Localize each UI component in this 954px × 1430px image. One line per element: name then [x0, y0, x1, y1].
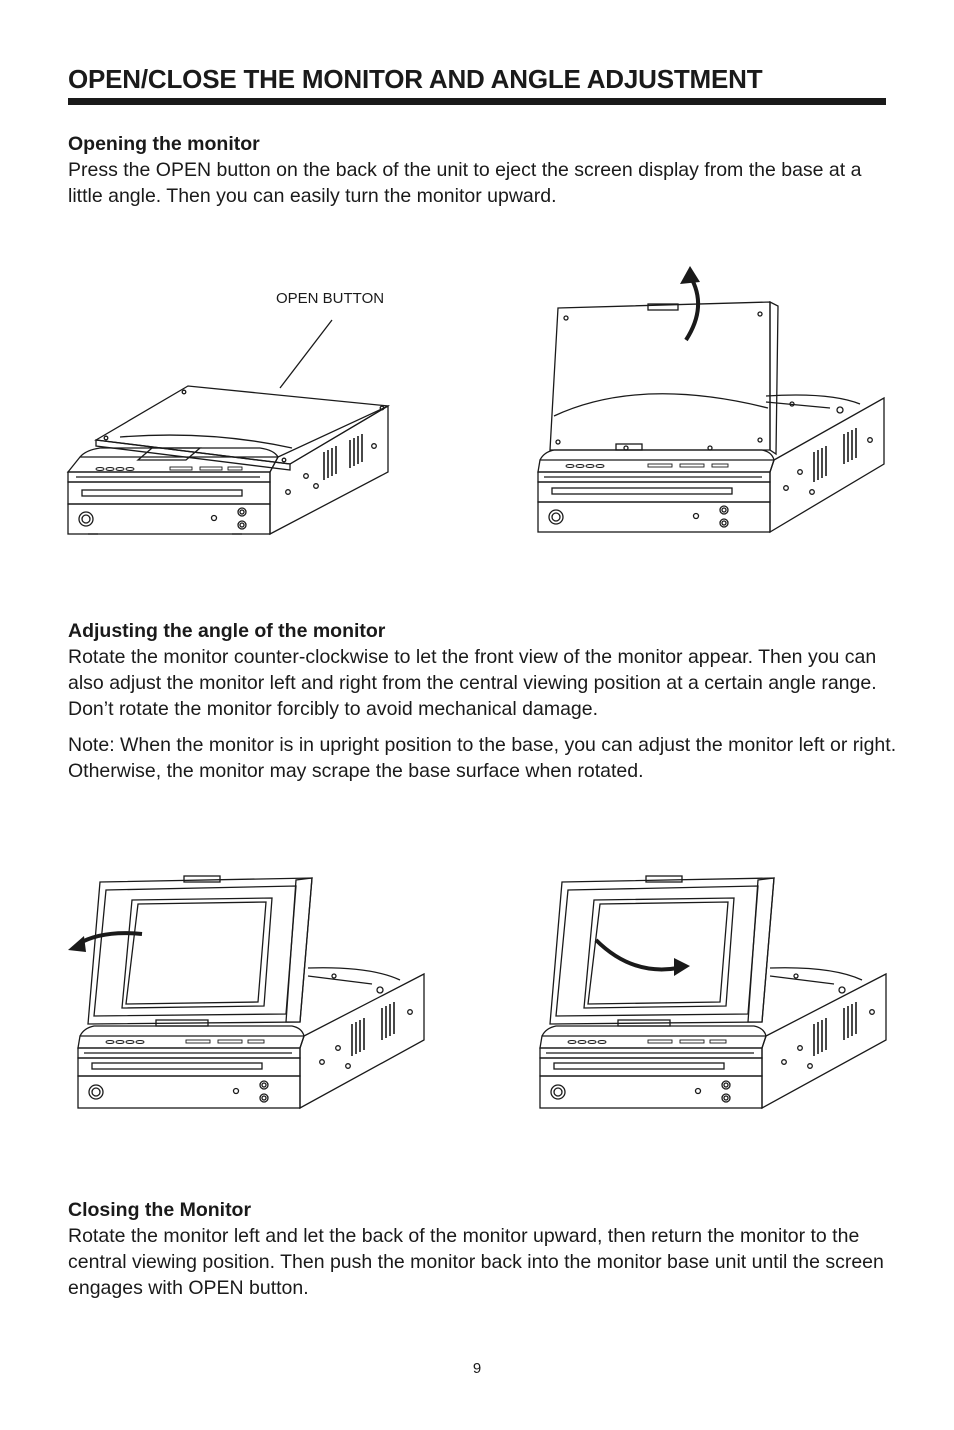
rotation-arrow-icon: [76, 931, 143, 946]
title-rule: [68, 98, 886, 105]
figure-closed-unit: [60, 312, 400, 547]
opening-heading: Opening the monitor: [68, 133, 260, 155]
open-button-label: OPEN BUTTON: [276, 290, 385, 307]
figure-open-unit: [530, 236, 890, 546]
figure-rotate-right: [522, 872, 892, 1117]
monitor-unit-illustration-open: [537, 266, 885, 534]
page-title: OPEN/CLOSE THE MONITOR AND ANGLE ADJUSTM…: [68, 64, 763, 94]
monitor-unit-illustration-front-right: [539, 875, 887, 1110]
monitor-unit-illustration-front-left: [68, 875, 425, 1110]
page-number: 9: [472, 1360, 482, 1377]
adjusting-body: Rotate the monitor counter-clockwise to …: [68, 646, 877, 720]
adjusting-note: Note: When the monitor is in upright pos…: [68, 734, 897, 782]
section-adjusting: Adjusting the angle of the monitor Rotat…: [68, 618, 898, 784]
closing-heading: Closing the Monitor: [68, 1199, 252, 1221]
rotation-arrow-head-icon: [680, 266, 700, 284]
figure-rotate-left: [60, 872, 430, 1117]
closing-body: Rotate the monitor left and let the back…: [68, 1225, 884, 1299]
section-closing: Closing the Monitor Rotate the monitor l…: [68, 1197, 898, 1301]
rotation-arrow-icon: [594, 938, 679, 972]
rotation-arrow-head-icon: [68, 936, 86, 952]
monitor-unit-illustration-closed: [66, 319, 391, 536]
opening-body: Press the OPEN button on the back of the…: [68, 159, 862, 207]
rotation-arrow-icon: [684, 274, 701, 342]
rotation-arrow-head-icon: [674, 958, 690, 976]
section-opening: Opening the monitor Press the OPEN butto…: [68, 131, 898, 209]
adjusting-heading: Adjusting the angle of the monitor: [68, 620, 386, 642]
